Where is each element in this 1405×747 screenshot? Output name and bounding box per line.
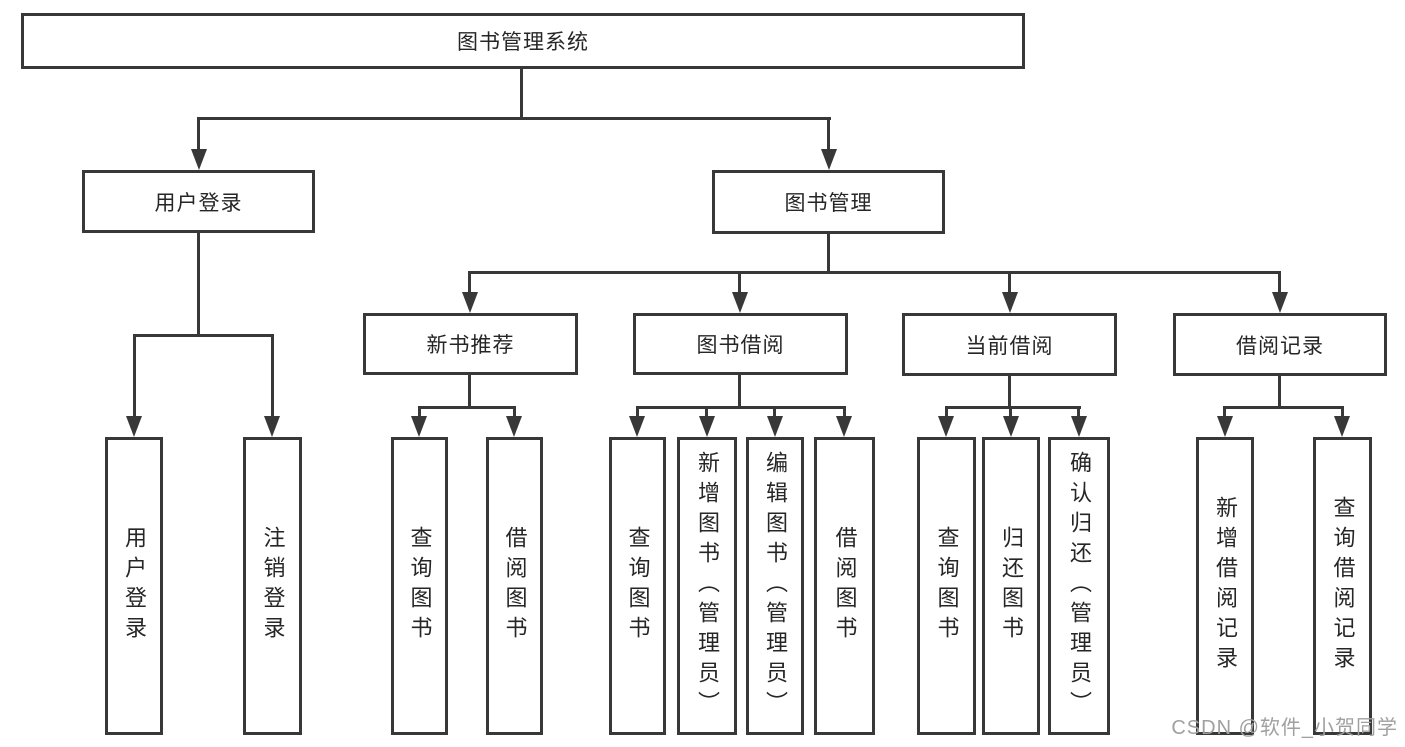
- arrowhead: [191, 149, 207, 170]
- arrowhead: [1002, 292, 1018, 313]
- leaf-query-borrow-record: 查询借阅记录: [1313, 437, 1372, 735]
- leaf-add-book-admin: 新增图书（管理员）: [677, 437, 737, 735]
- leaf-user-login: 用户登录: [105, 437, 163, 735]
- leaf-query-books-current: 查询图书: [917, 437, 976, 735]
- connector-drop-leaf: [513, 406, 516, 419]
- leaf-confirm-return-admin: 确认归还（管理员）: [1048, 437, 1110, 735]
- arrowhead: [836, 416, 852, 437]
- connector-drop-group: [1008, 271, 1011, 295]
- connector-drop-group: [1278, 271, 1281, 295]
- connector-drop-group: [738, 271, 741, 295]
- connector-group-stub: [1278, 375, 1281, 408]
- leaf-return-book: 归还图书: [982, 437, 1040, 735]
- connector-drop-leaf: [636, 406, 639, 419]
- node-borrowing-records: 借阅记录: [1173, 313, 1387, 376]
- node-user-login: 用户登录: [82, 170, 315, 233]
- connector-login-stub: [197, 232, 200, 336]
- leaf-logout: 注销登录: [243, 437, 302, 735]
- connector-group-stub: [468, 374, 471, 408]
- arrowhead: [1217, 416, 1233, 437]
- node-root: 图书管理系统: [21, 13, 1025, 69]
- connector-group-split: [945, 406, 1081, 409]
- connector-drop-leaf: [843, 406, 846, 419]
- arrowhead: [629, 416, 645, 437]
- connector-drop-leaf: [705, 406, 708, 419]
- leaf-borrow-books-recommend: 借阅图书: [486, 437, 543, 735]
- connector-drop-user-login: [197, 117, 200, 153]
- node-book-management: 图书管理: [712, 170, 945, 234]
- node-book-borrowing: 图书借阅: [633, 313, 848, 375]
- leaf-query-books-recommend: 查询图书: [391, 437, 448, 735]
- arrowhead: [1003, 416, 1019, 437]
- connector-drop-leaf: [271, 334, 274, 418]
- arrowhead: [411, 416, 427, 437]
- arrowhead: [506, 416, 522, 437]
- arrowhead: [1071, 416, 1087, 437]
- leaf-add-borrow-record: 新增借阅记录: [1196, 437, 1254, 735]
- arrowhead: [264, 416, 280, 437]
- connector-mgmt-split: [469, 271, 1281, 274]
- arrowhead: [462, 292, 478, 313]
- arrowhead: [938, 416, 954, 437]
- connector-mgmt-stub: [827, 233, 830, 273]
- connector-drop-leaf: [418, 406, 421, 419]
- node-current-borrowing: 当前借阅: [902, 313, 1117, 376]
- arrowhead: [1334, 416, 1350, 437]
- arrowhead: [821, 149, 837, 170]
- leaf-borrow-books-borrowing: 借阅图书: [814, 437, 875, 735]
- connector-drop-leaf: [1077, 406, 1080, 419]
- watermark: CSDN @软件_小贺同学: [1171, 717, 1398, 739]
- connector-group-split: [636, 406, 846, 409]
- node-new-book-recommend: 新书推荐: [363, 313, 578, 375]
- connector-root-trunk: [520, 68, 523, 119]
- connector-drop-leaf: [1009, 406, 1012, 419]
- connector-drop-leaf: [773, 406, 776, 419]
- arrowhead: [732, 292, 748, 313]
- connector-group-split: [418, 406, 516, 409]
- arrowhead: [1272, 292, 1288, 313]
- connector-drop-leaf: [133, 334, 136, 418]
- connector-drop-leaf: [1341, 406, 1344, 419]
- connector-group-split: [1223, 406, 1344, 409]
- connector-drop-leaf: [945, 406, 948, 419]
- connector-group-stub: [738, 374, 741, 408]
- arrowhead: [699, 416, 715, 437]
- connector-drop-group: [468, 271, 471, 295]
- connector-login-split: [133, 334, 274, 337]
- connector-drop-leaf: [1223, 406, 1226, 419]
- leaf-edit-book-admin: 编辑图书（管理员）: [746, 437, 804, 735]
- connector-group-stub: [1008, 375, 1011, 408]
- connector-drop-book-management: [827, 117, 830, 153]
- leaf-query-books-borrowing: 查询图书: [609, 437, 666, 735]
- connector-root-split: [197, 117, 831, 120]
- arrowhead: [767, 416, 783, 437]
- arrowhead: [126, 416, 142, 437]
